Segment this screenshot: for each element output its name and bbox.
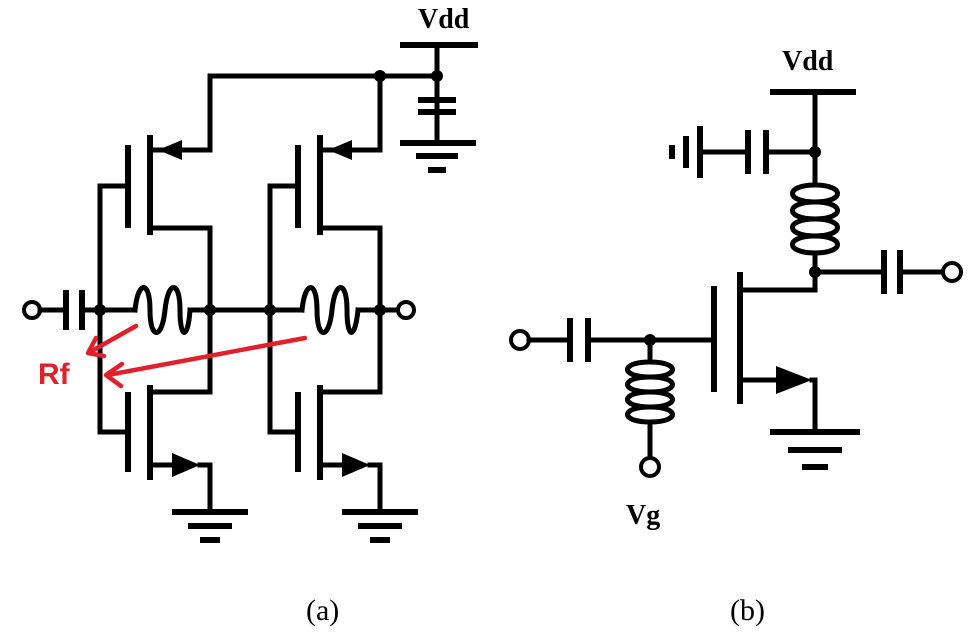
pmos-transistor-a1 — [125, 73, 213, 311]
vdd-supply-b — [669, 89, 856, 188]
nmos-transistor-a2 — [295, 307, 418, 543]
inductor-b — [790, 182, 840, 256]
caption-a: (a) — [306, 594, 339, 627]
nmos-transistor-a1 — [125, 307, 248, 543]
pmos-transistor-a2 — [295, 73, 383, 311]
output-terminal-b — [812, 250, 963, 294]
vdd-label-a: Vdd — [418, 4, 470, 35]
output-terminal-a — [396, 300, 416, 320]
circuit-a: Vdd Rf (a) — [22, 4, 478, 627]
nmos-transistor-b — [711, 272, 860, 470]
caption-b: (b) — [730, 594, 765, 627]
input-terminal-b — [509, 318, 717, 362]
circuit-b: Vdd Vg (b) — [509, 46, 963, 627]
feedback-resistor-a1 — [132, 285, 276, 335]
input-terminal-a — [22, 290, 138, 330]
rf-label: Rf — [38, 358, 71, 391]
rf-arrows — [85, 323, 308, 389]
vg-label: Vg — [626, 500, 660, 531]
vdd-supply-a — [207, 42, 478, 173]
gate-bias-inductor-b — [625, 337, 675, 478]
vdd-label-b: Vdd — [782, 46, 834, 77]
